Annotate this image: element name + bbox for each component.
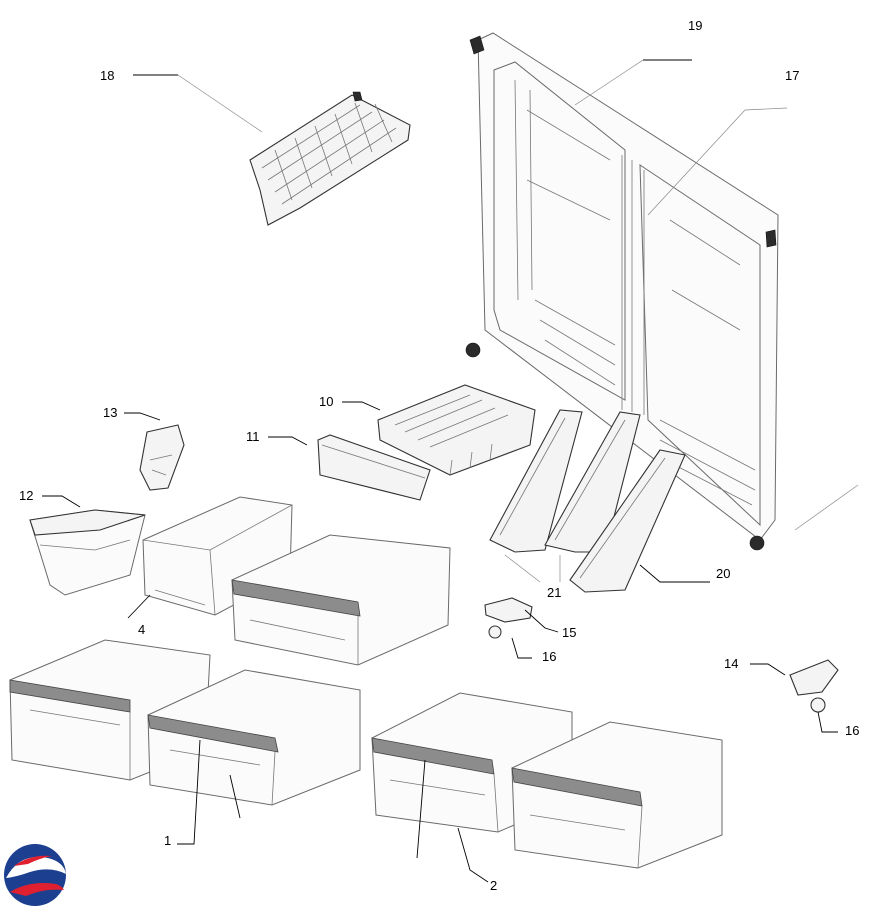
callout-20: 20 [716,566,730,581]
part-12-small-bin [29,509,146,596]
callout-18: 18 [100,68,114,83]
brand-logo-icon [4,844,66,906]
callout-15: 15 [562,625,576,640]
leader-lines [42,59,859,883]
callout-12: 12 [19,488,33,503]
part-18-rack [249,91,411,226]
callout-14: 14 [724,656,738,671]
callout-19: 19 [688,18,702,33]
callout-16a: 16 [542,649,556,664]
part-20-21-door-rails [489,409,686,593]
callout-2: 2 [490,878,497,893]
callout-13: 13 [103,405,117,420]
callout-10: 10 [319,394,333,409]
callout-4: 4 [138,622,145,637]
callout-labels: 18 19 17 10 11 13 12 4 1 2 21 20 15 16 1… [19,18,859,893]
callout-17: 17 [785,68,799,83]
part-1-bins [9,639,361,806]
part-13-bracket [139,424,185,491]
callout-11: 11 [246,429,260,444]
callout-1: 1 [164,833,171,848]
part-10-ice-maker [377,384,536,476]
part-17-19-cabinet-frame [465,32,779,551]
callout-16b: 16 [845,723,859,738]
hinge-parts [484,597,839,713]
part-11-front-panel [317,434,431,501]
callout-21: 21 [547,585,561,600]
